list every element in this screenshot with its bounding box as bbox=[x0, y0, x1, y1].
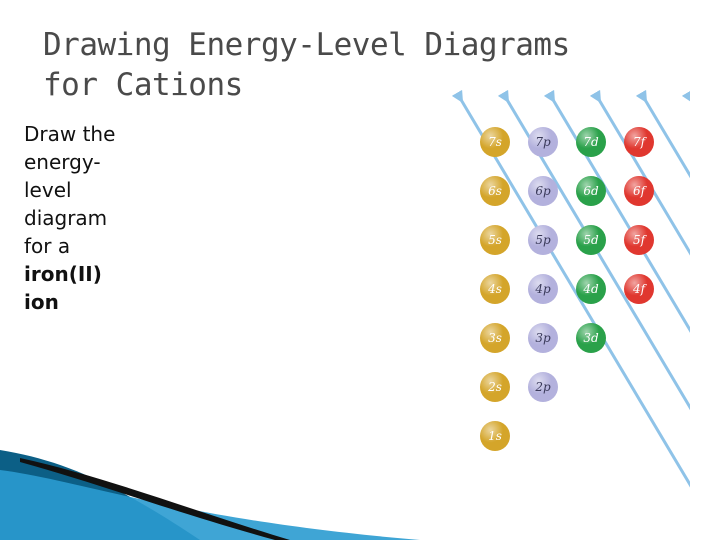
orbital-label: 3s bbox=[488, 331, 502, 345]
orbital-label: 4d bbox=[582, 282, 599, 296]
orbital-grid: 7s 7p 7d 7f 6s 6p 6d 6f 5s 5p 5d 5f 4s 4p 4d 4f 3s 3p 3d 2s… bbox=[480, 127, 654, 451]
body-bold-line-2: ion bbox=[24, 290, 59, 314]
orbital-label: 6d bbox=[583, 184, 599, 198]
orbital-ball-shine bbox=[528, 225, 558, 255]
orbital-ball-shine bbox=[528, 274, 558, 304]
orbital-label: 6p bbox=[535, 184, 551, 198]
orbital-ball-shine bbox=[480, 176, 510, 206]
swoosh-band-black bbox=[20, 458, 290, 540]
orbital-label: 3p bbox=[535, 331, 551, 345]
orbital-4d: 4d bbox=[576, 274, 606, 304]
decorative-swoosh bbox=[0, 450, 420, 540]
orbital-6s: 6s bbox=[480, 176, 510, 206]
body-line-1: Draw the bbox=[24, 122, 116, 146]
orbital-6d: 6d bbox=[576, 176, 606, 206]
body-line-3: level bbox=[24, 178, 72, 202]
filling-arrow bbox=[635, 90, 690, 179]
orbital-5f: 5f bbox=[624, 225, 654, 255]
orbital-label: 7f bbox=[633, 135, 648, 149]
orbital-7d: 7d bbox=[576, 127, 606, 157]
orbital-label: 4p bbox=[534, 282, 551, 296]
orbital-2p: 2p bbox=[528, 372, 558, 402]
slide-title-line-1: Drawing Energy-Level Diagrams bbox=[43, 27, 570, 63]
swoosh-band-light bbox=[0, 470, 420, 540]
orbital-ball-shine bbox=[576, 323, 606, 353]
orbital-7s: 7s bbox=[480, 127, 510, 157]
orbital-ball-shine bbox=[624, 225, 654, 255]
orbital-label: 6f bbox=[633, 184, 648, 198]
orbital-label: 7p bbox=[535, 135, 551, 149]
orbital-label: 5s bbox=[488, 233, 502, 247]
body-bold-line-1: iron(II) bbox=[24, 262, 102, 286]
slide-title: Drawing Energy-Level Diagrams for Cation… bbox=[43, 25, 683, 105]
orbital-5p: 5p bbox=[528, 225, 558, 255]
orbital-4p: 4p bbox=[528, 274, 558, 304]
orbital-ball-shine bbox=[624, 176, 654, 206]
orbital-ball-shine bbox=[576, 127, 606, 157]
body-line-4: diagram bbox=[24, 206, 108, 230]
orbital-label: 2p bbox=[534, 380, 551, 394]
aufbau-diagram: 7s 7p 7d 7f 6s 6p 6d 6f 5s 5p 5d 5f 4s 4p 4d 4f 3s 3p 3d 2s… bbox=[451, 90, 690, 488]
filling-arrow bbox=[543, 90, 690, 333]
slide-body-text: Draw the energy- level diagram for a iro… bbox=[24, 120, 154, 316]
orbital-ball-shine bbox=[480, 274, 510, 304]
orbital-ball-shine bbox=[624, 127, 654, 157]
orbital-ball-shine bbox=[528, 127, 558, 157]
orbital-ball-shine bbox=[480, 225, 510, 255]
orbital-label: 6s bbox=[488, 184, 502, 198]
filling-arrow bbox=[497, 90, 690, 411]
filling-arrow bbox=[589, 90, 690, 256]
orbital-ball-shine bbox=[528, 176, 558, 206]
orbital-label: 4f bbox=[632, 282, 648, 296]
orbital-ball-shine bbox=[624, 274, 654, 304]
orbital-ball-shine bbox=[480, 127, 510, 157]
orbital-ball-shine bbox=[576, 274, 606, 304]
orbital-ball-shine bbox=[528, 323, 558, 353]
orbital-ball-shine bbox=[576, 176, 606, 206]
orbital-label: 5d bbox=[583, 233, 599, 247]
orbital-4f: 4f bbox=[624, 274, 654, 304]
body-line-2: energy- bbox=[24, 150, 101, 174]
orbital-4s: 4s bbox=[480, 274, 510, 304]
orbital-7f: 7f bbox=[624, 127, 654, 157]
orbital-3d: 3d bbox=[576, 323, 606, 353]
orbital-label: 5f bbox=[633, 233, 648, 247]
orbital-3s: 3s bbox=[480, 323, 510, 353]
orbital-2s: 2s bbox=[480, 372, 510, 402]
orbital-6p: 6p bbox=[528, 176, 558, 206]
orbital-7p: 7p bbox=[528, 127, 558, 157]
slide-title-line-2: for Cations bbox=[43, 67, 243, 103]
orbital-label: 2s bbox=[487, 380, 502, 394]
orbital-1s: 1s bbox=[480, 421, 510, 451]
orbital-label: 1s bbox=[488, 429, 502, 443]
orbital-5d: 5d bbox=[576, 225, 606, 255]
orbital-label: 5p bbox=[535, 233, 551, 247]
orbital-3p: 3p bbox=[528, 323, 558, 353]
orbital-label: 3d bbox=[583, 331, 599, 345]
orbital-ball-shine bbox=[480, 372, 510, 402]
orbital-label: 7s bbox=[488, 135, 502, 149]
orbital-ball-shine bbox=[528, 372, 558, 402]
orbital-ball-shine bbox=[480, 421, 510, 451]
orbital-ball-shine bbox=[576, 225, 606, 255]
body-line-5: for a bbox=[24, 234, 71, 258]
orbital-ball-shine bbox=[480, 323, 510, 353]
orbital-5s: 5s bbox=[480, 225, 510, 255]
orbital-label: 4s bbox=[487, 282, 502, 296]
orbital-6f: 6f bbox=[624, 176, 654, 206]
orbital-label: 7d bbox=[583, 135, 599, 149]
